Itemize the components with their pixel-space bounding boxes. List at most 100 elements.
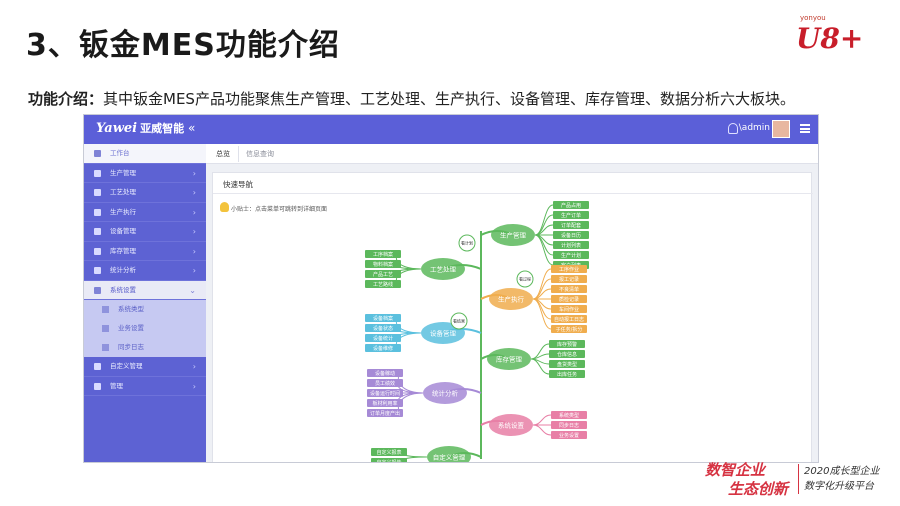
module-item-box	[551, 421, 587, 429]
admin-icon	[94, 382, 101, 390]
module-item-box	[365, 270, 401, 278]
module-item-label: 计划列表	[561, 242, 581, 249]
module-item-label: 业务设置	[559, 432, 579, 439]
custom-icon	[94, 363, 101, 370]
module-bubble	[489, 288, 533, 310]
module-item-box	[551, 315, 587, 323]
module-item-label: 设备日历	[561, 232, 581, 239]
sidebar-item[interactable]: 库存管理›	[84, 242, 206, 261]
tip-text: 小贴士：点击菜单可跳转到详细页面	[220, 202, 327, 213]
module-item-label: 设备统计	[373, 335, 393, 342]
logo-cn-text: 亚威智能	[140, 122, 185, 135]
sidebar-item-label: 设备管理	[110, 227, 136, 235]
sidebar-item[interactable]: 统计分析›	[84, 261, 206, 281]
module-item-label: 产品占用	[561, 202, 581, 209]
module-label: 工艺处理	[430, 265, 457, 274]
module-item-box	[549, 340, 585, 348]
module-item-label: 产品工艺	[373, 271, 393, 278]
mindmap-leaf-link	[532, 414, 552, 426]
module-item-box	[549, 350, 585, 358]
footer-divider	[798, 464, 799, 494]
sidebar-item[interactable]: 工艺处理›	[84, 183, 206, 203]
chevron-icon: ›	[192, 168, 196, 178]
module-item-box	[365, 314, 401, 322]
sidebar: 工作台生产管理›工艺处理›生产执行›设备管理›库存管理›统计分析›系统设置⌄ 系…	[84, 144, 206, 462]
video-icon	[94, 208, 101, 216]
module-item-label: 仓库信息	[557, 351, 577, 358]
sidebar-item[interactable]: 设备管理›	[84, 222, 206, 242]
module-item-label: 盘货类型	[557, 361, 577, 368]
tab-current[interactable]: 信息查询	[246, 150, 274, 158]
menu-icon[interactable]	[800, 124, 810, 133]
chevron-icon: ›	[192, 207, 196, 217]
module-item-box	[367, 369, 403, 377]
sidebar-item[interactable]: 管理›	[84, 377, 206, 396]
sidebar-subitem-label: 同步日志	[118, 343, 144, 351]
user-name[interactable]: \admin	[738, 123, 770, 133]
module-label: 库存管理	[496, 355, 523, 364]
chevron-left-icon[interactable]: «	[188, 121, 196, 135]
module-item-label: 库存预警	[557, 341, 577, 348]
sidebar-subitem[interactable]: 系统类型	[84, 300, 206, 319]
module-bubble	[427, 446, 471, 462]
sidebar-item-label: 统计分析	[110, 266, 136, 274]
sidebar-item-label: 库存管理	[110, 246, 136, 255]
bell-icon[interactable]	[728, 123, 738, 134]
footer-slogan-line1: 2020成长型企业	[804, 466, 880, 477]
sidebar-item[interactable]: 系统设置⌄	[84, 280, 206, 300]
chevron-icon: ›	[192, 188, 196, 197]
avatar[interactable]	[772, 120, 790, 138]
settings-icon	[94, 286, 101, 294]
chevron-icon: ›	[192, 362, 196, 371]
sidebar-item[interactable]: 自定义管理›	[84, 357, 206, 377]
card-divider	[213, 193, 813, 194]
lightbulb-icon	[220, 202, 229, 212]
tab-home[interactable]: 总览	[216, 150, 230, 158]
module-item-label: 出库任务	[557, 371, 577, 378]
module-item-box	[365, 334, 401, 342]
module-item-box	[371, 448, 407, 456]
quick-nav-card: 快速导航 生产管理产品占用生产订单订单配套设备日历计划列表生产计划客户列表工艺处…	[212, 172, 813, 462]
module-item-box	[553, 201, 589, 209]
module-item-label: 子任务/拆分	[556, 326, 583, 333]
module-item-label: 设备稼动	[375, 370, 395, 377]
module-item-box	[551, 325, 587, 333]
footer-brand-line2: 生态创新	[728, 480, 789, 498]
module-bubble	[489, 414, 533, 436]
sidebar-subitem[interactable]: 业务设置	[84, 319, 206, 338]
intro-text: 其中钣金MES产品功能聚焦生产管理、工艺处理、生产执行、设备管理、库存管理、数据…	[103, 90, 795, 108]
sidebar-item-label: 生产管理	[110, 168, 136, 177]
sidebar-item-label: 工作台	[110, 149, 130, 157]
module-item-box	[365, 280, 401, 288]
module-item-label: 不良清单	[559, 286, 579, 293]
sidebar-item[interactable]: 生产执行›	[84, 203, 206, 222]
sidebar-subitem-label: 业务设置	[118, 324, 144, 332]
module-item-label: 设备维修	[373, 345, 393, 352]
tab-divider	[238, 146, 239, 162]
module-bubble	[423, 382, 467, 404]
module-bubble	[491, 224, 535, 246]
sidebar-item[interactable]: 工作台	[84, 144, 206, 164]
intro-label: 功能介绍：	[28, 90, 104, 108]
cloud-icon	[94, 189, 101, 196]
module-label: 统计分析	[432, 389, 459, 398]
logo-text: Yawei	[96, 121, 138, 136]
module-item-label: 物料档案	[373, 261, 393, 268]
module-item-label: 报工记录	[559, 276, 579, 283]
sidebar-item[interactable]: 生产管理 ›	[84, 164, 206, 183]
badge-label: 看过程	[519, 276, 531, 282]
home-icon	[94, 247, 101, 255]
sidebar-subitem[interactable]: 同步日志	[84, 338, 206, 357]
sidebar-empty-area	[84, 396, 206, 462]
module-item-label: 板材利用率	[372, 400, 397, 407]
module-item-label: 订单配套	[561, 222, 581, 229]
module-item-label: 系统类型	[559, 412, 579, 419]
tab-bar: 总览 信息查询	[206, 144, 818, 164]
module-item-box	[365, 260, 401, 268]
intro-paragraph: 功能介绍：其中钣金MES产品功能聚焦生产管理、工艺处理、生产执行、设备管理、库存…	[28, 84, 868, 115]
module-item-box	[551, 265, 587, 273]
footer-slogan-line2: 数字化升级平台	[804, 481, 874, 492]
sidebar-subitem-label: 系统类型	[118, 305, 144, 313]
